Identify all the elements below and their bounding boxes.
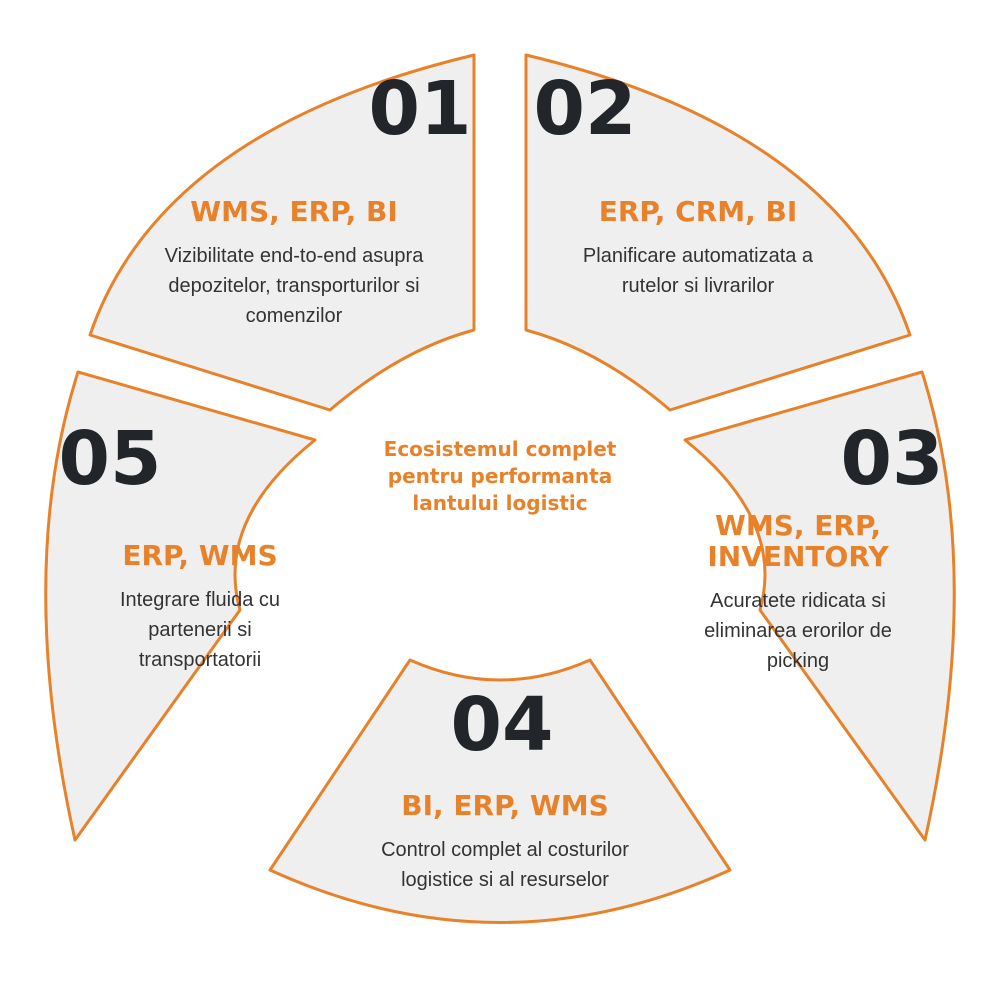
segment-04-number: 04	[451, 682, 554, 768]
segment-02: ERP, CRM, BI Planificare automatizata a …	[538, 196, 858, 301]
segment-04: BI, ERP, WMS Control complet al costuril…	[345, 790, 665, 895]
segment-05-number: 05	[59, 416, 162, 502]
segment-02-number: 02	[534, 66, 637, 152]
segment-01-number: 01	[369, 66, 472, 152]
segment-05-tags: ERP, WMS	[122, 539, 278, 572]
segment-01: WMS, ERP, BI Vizibilitate end-to-end asu…	[134, 196, 454, 331]
segment-05: ERP, WMS Integrare fluida cu partenerii …	[40, 540, 360, 675]
segment-03-shape	[683, 370, 956, 842]
segment-04-description: Control complet al costurilor logistice …	[381, 839, 629, 891]
segment-01-description: Vizibilitate end-to-end asupra depozitel…	[164, 245, 424, 327]
center-title: Ecosistemul complet pentru performanta l…	[383, 437, 617, 515]
segment-02-description: Planificare automatizata a rutelor si li…	[582, 245, 814, 297]
segment-04-tags: BI, ERP, WMS	[401, 789, 609, 822]
segment-02-tags: ERP, CRM, BI	[598, 195, 798, 228]
segment-05-description: Integrare fluida cu partenerii si transp…	[119, 589, 281, 671]
segment-03-description: Acuratete ridicata si eliminarea erorilo…	[704, 590, 892, 672]
segment-05-shape	[44, 370, 317, 842]
segment-03: WMS, ERP, INVENTORY Acuratete ridicata s…	[638, 510, 958, 676]
segment-04-shape	[268, 658, 732, 924]
segment-02-shape	[524, 53, 912, 412]
segment-01-tags: WMS, ERP, BI	[190, 195, 398, 228]
segment-01-shape	[88, 53, 476, 412]
segment-03-number: 03	[841, 416, 944, 502]
segment-03-tags: WMS, ERP, INVENTORY	[707, 509, 889, 573]
